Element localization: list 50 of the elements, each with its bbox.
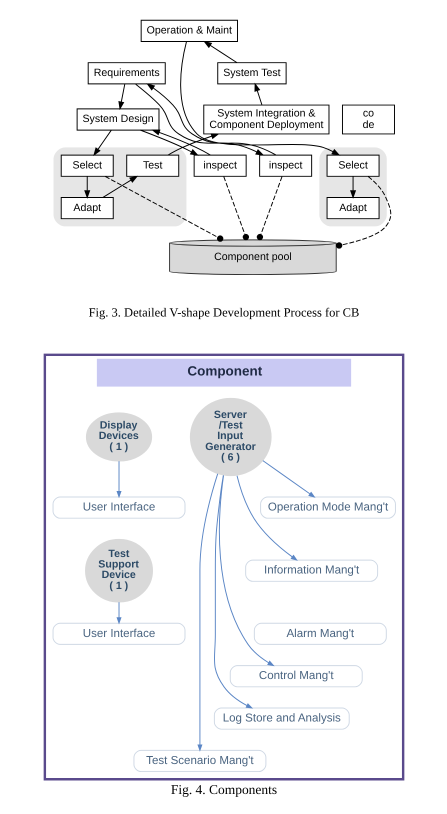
arrow xyxy=(118,84,125,110)
arrow xyxy=(134,84,264,156)
arrow xyxy=(350,176,356,199)
connector xyxy=(222,176,249,240)
arrow xyxy=(180,41,340,156)
node-box: System Integration & Component Deployment xyxy=(202,104,329,134)
node-box: Log Store and Analysis xyxy=(213,708,350,730)
node-box: User Interface xyxy=(52,622,185,645)
arrow xyxy=(139,130,198,156)
node-box: inspect xyxy=(258,154,312,177)
node-circle: Test Support Device ( 1 ) xyxy=(84,538,153,603)
arrow xyxy=(102,176,138,198)
node-box: Select xyxy=(326,154,380,177)
arrow xyxy=(254,82,262,106)
connector xyxy=(335,176,391,249)
node-box: Alarm Mang't xyxy=(253,622,386,645)
arrow xyxy=(196,473,218,752)
node-box: Test Scenario Mang't xyxy=(132,750,266,772)
node-box: Requirements xyxy=(87,62,166,84)
node-box: Information Mang't xyxy=(244,560,378,582)
node-box: Operation & Maint xyxy=(140,20,238,42)
node-box: User Interface xyxy=(52,496,185,519)
connector xyxy=(256,176,282,240)
node-box: inspect xyxy=(193,154,246,177)
arrow xyxy=(116,602,122,624)
node-box: Adapt xyxy=(326,197,380,220)
arrow xyxy=(166,133,220,156)
arrow xyxy=(92,130,112,156)
arrow xyxy=(202,40,237,64)
arrow xyxy=(236,475,298,561)
node-box: Operation Mode Mang't xyxy=(260,496,396,519)
node-box: System Design xyxy=(76,108,159,131)
node-circle: Server /Test Input Generator ( 6 ) xyxy=(189,398,272,476)
arrow xyxy=(84,176,90,199)
node-box: Control Mang't xyxy=(229,665,362,688)
arrow xyxy=(262,460,316,498)
node-box: Adapt xyxy=(60,197,114,220)
arrow xyxy=(213,474,253,709)
node-box: System Test xyxy=(216,62,286,84)
node-box: Test xyxy=(126,154,179,177)
arrow xyxy=(146,83,276,156)
node-box: Select xyxy=(60,154,114,177)
connector xyxy=(104,176,223,242)
label: Fig. 3. Detailed V-shape Development Process for CB xyxy=(88,305,359,320)
arrow xyxy=(218,475,274,666)
node-box: co de xyxy=(341,104,394,134)
arrow xyxy=(116,460,122,498)
node-ellipse: Display Devices ( 1 ) xyxy=(85,412,152,462)
caption: Fig. 4. Components xyxy=(170,782,277,797)
arrow xyxy=(150,130,211,156)
